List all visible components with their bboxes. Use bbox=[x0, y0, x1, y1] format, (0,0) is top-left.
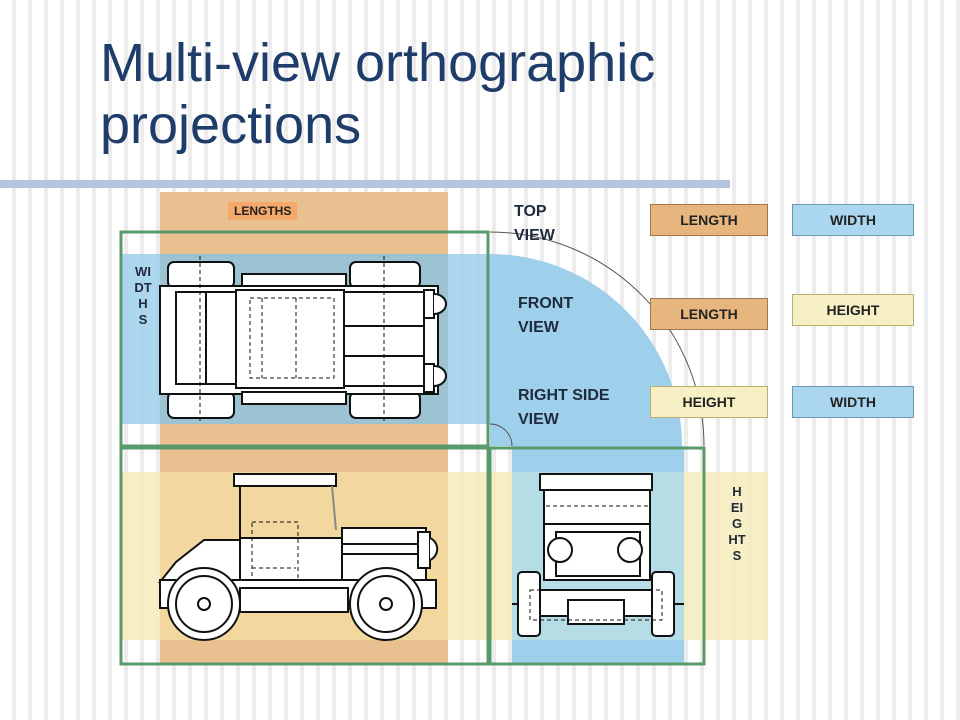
top-view-hidden-lines bbox=[199, 256, 385, 424]
top-view-car bbox=[159, 261, 447, 419]
projection-arc-inner bbox=[489, 423, 513, 447]
front-view-label: FRONT VIEW bbox=[518, 295, 574, 336]
top-view-width-box: WIDTH bbox=[792, 204, 914, 236]
front-view-hidden-lines bbox=[251, 521, 299, 581]
top-view-length-box: LENGTH bbox=[650, 204, 768, 236]
title-underline bbox=[0, 180, 730, 188]
front-view-frame bbox=[119, 446, 490, 666]
lengths-band-label: LENGTHS bbox=[228, 202, 298, 220]
right-view-frame bbox=[488, 446, 706, 666]
front-view-car bbox=[157, 473, 439, 641]
right-side-view-label: RIGHT SIDE VIEW bbox=[518, 387, 610, 428]
front-view-height-box: HEIGHT bbox=[792, 294, 914, 326]
projection-quarter-fill bbox=[490, 254, 682, 446]
front-view-length-box: LENGTH bbox=[650, 298, 768, 330]
top-view-frame bbox=[119, 230, 490, 448]
widths-band-label: WIDTHS bbox=[134, 264, 152, 327]
right-view-hidden-lines bbox=[529, 505, 663, 621]
top-view-label: TOP VIEW bbox=[514, 203, 555, 244]
heights-band-label: HEIGHTS bbox=[728, 484, 746, 563]
right-view-width-box: WIDTH bbox=[792, 386, 914, 418]
right-view-height-box: HEIGHT bbox=[650, 386, 768, 418]
slide-title: Multi-view orthographic projections bbox=[100, 33, 656, 155]
